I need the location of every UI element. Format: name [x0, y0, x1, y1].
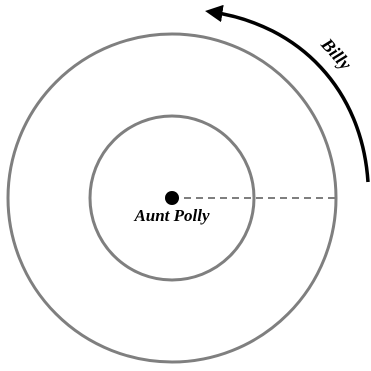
- center-dot: [165, 191, 179, 205]
- center-label: Aunt Polly: [133, 206, 210, 225]
- motion-arrow: [205, 4, 370, 183]
- inner-ring: [88, 114, 256, 282]
- outer-ring: [6, 32, 338, 364]
